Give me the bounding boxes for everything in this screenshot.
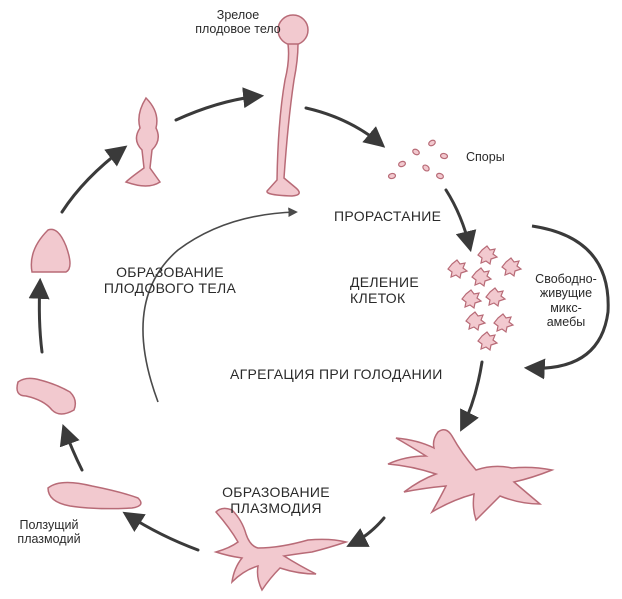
- spores-group: [388, 139, 448, 179]
- label-fruiting-body-formation: ОБРАЗОВАНИЕ ПЛОДОВОГО ТЕЛА: [90, 264, 250, 296]
- amoeba: [466, 312, 485, 330]
- label-crawling-plasmodium: Ползущий плазмодий: [4, 518, 94, 547]
- arrow-amoebae-to-aggregate: [462, 362, 482, 428]
- spore: [398, 160, 406, 167]
- arrow-plasmodium-to-crawling: [126, 514, 198, 550]
- aggregation-mass: [388, 430, 552, 520]
- amoeba: [502, 258, 521, 276]
- young-fruiting-body: [126, 98, 160, 186]
- spore: [412, 148, 421, 156]
- amoeba: [448, 260, 467, 278]
- label-free-living-amoebae: Свободно- живущие микс- амебы: [528, 272, 604, 330]
- arrow-young-to-mature: [176, 96, 260, 120]
- label-aggregation: АГРЕГАЦИЯ ПРИ ГОЛОДАНИИ: [230, 366, 443, 382]
- arrow-mound-to-cone: [62, 148, 124, 212]
- mound: [31, 229, 70, 272]
- spore: [428, 139, 437, 147]
- arrow-aggregate-to-plasmodium: [350, 518, 384, 545]
- migrating-slug: [17, 378, 75, 414]
- arrow-crawling-to-slug: [64, 428, 82, 470]
- label-mature-fruiting-body: Зрелое плодовое тело: [190, 8, 286, 37]
- amoeba: [494, 314, 513, 332]
- amoeba: [486, 288, 505, 306]
- label-plasmodium-formation: ОБРАЗОВАНИЕ ПЛАЗМОДИЯ: [206, 484, 346, 516]
- amoeba: [478, 246, 497, 264]
- cycle-arrows: [39, 96, 482, 550]
- spore: [440, 153, 448, 159]
- arrow-slug-to-mound: [39, 282, 42, 352]
- amoebae-group: [448, 246, 521, 350]
- arrow-mature-to-spores: [306, 108, 382, 145]
- mature-fruiting-body: [267, 15, 308, 196]
- amoeba: [472, 268, 491, 286]
- crawling-plasmodium-shape: [48, 482, 141, 508]
- spore: [422, 164, 431, 172]
- spore: [436, 172, 444, 179]
- plasmodium-with-pseudopodia: [216, 508, 346, 590]
- amoeba: [478, 332, 497, 350]
- label-cell-division: ДЕЛЕНИЕ КЛЕТОК: [350, 274, 419, 306]
- arrow-spores-to-amoebae: [446, 190, 470, 248]
- label-germination: ПРОРАСТАНИЕ: [334, 208, 441, 224]
- label-spores: Споры: [466, 150, 505, 164]
- amoeba: [462, 290, 481, 308]
- spore: [388, 173, 396, 179]
